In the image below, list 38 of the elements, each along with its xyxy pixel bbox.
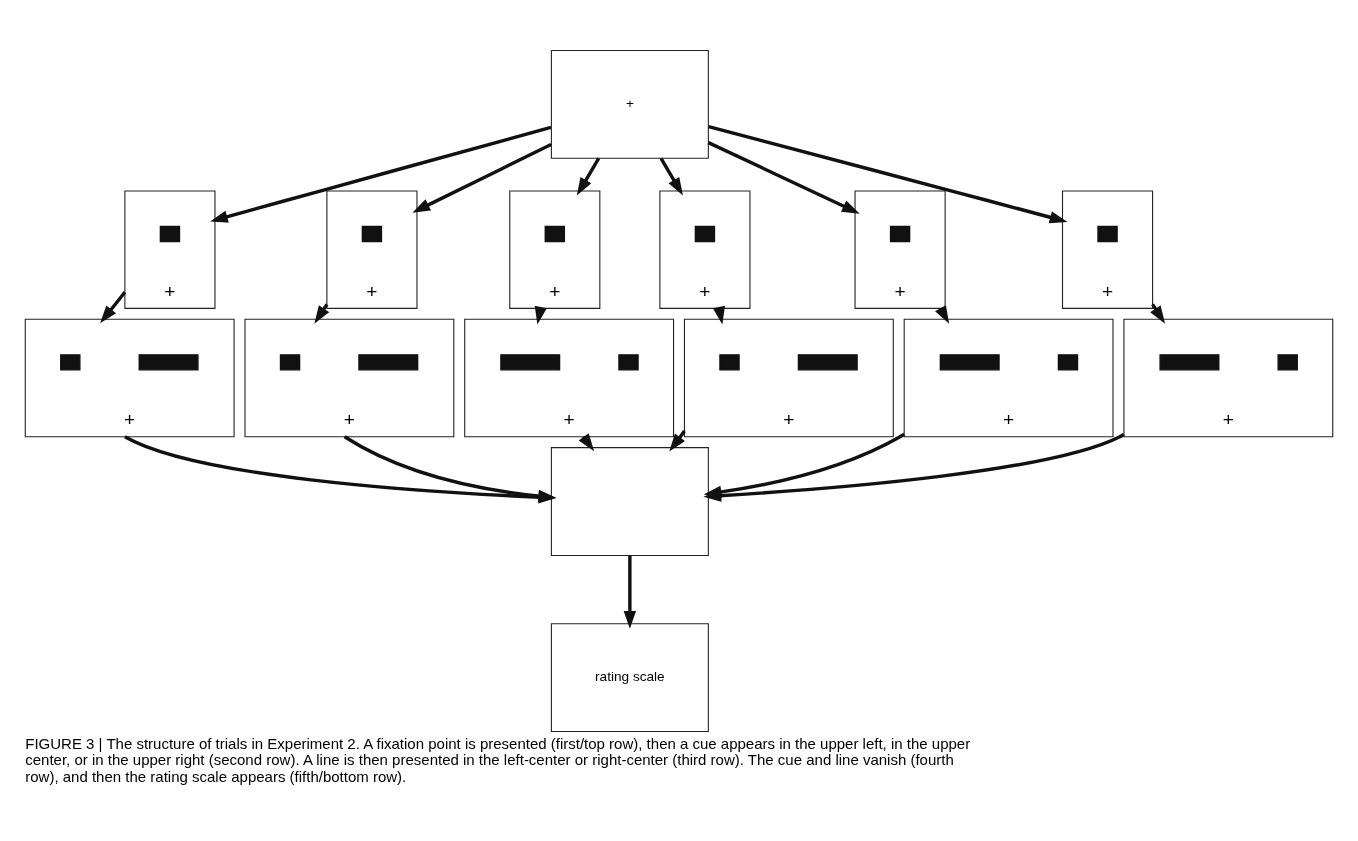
cluster: + [326, 190, 418, 309]
node-bar [797, 353, 858, 370]
node-box [1057, 353, 1079, 370]
arrow [659, 157, 683, 195]
caption: FIGURE 3 | The structure of trials in Experiment 2. A fixation point is presented (first/top row), then a cue appears in the upper left, in the upper center, or in the upper right (second row). A line is then presented in the left-center or right-center (third row). The cue and line vanish (fourth row), and then the rating scale appears (fifth/bottom row). [25, 734, 971, 785]
node-bar [1159, 353, 1220, 370]
node-box [1097, 225, 1118, 242]
cluster: + [244, 318, 455, 437]
arrow [708, 124, 1068, 223]
arrow [707, 140, 860, 214]
node-box [1277, 353, 1298, 370]
arrow [576, 157, 601, 195]
cluster: + [683, 318, 894, 437]
node-box [618, 353, 639, 370]
node-box [159, 225, 181, 242]
cluster: + [1061, 190, 1154, 309]
node-box [719, 353, 740, 370]
node-bar [939, 353, 1000, 370]
node-box [889, 225, 911, 242]
node-box [694, 225, 716, 242]
node-bar [138, 353, 199, 370]
node-box: rating scale [550, 622, 709, 732]
node-box [60, 353, 81, 370]
node-box: + [550, 49, 709, 159]
node-box [361, 225, 383, 242]
node-bar [358, 353, 419, 370]
arrow [412, 142, 552, 213]
node-box [550, 446, 709, 556]
arrow [100, 290, 127, 323]
node-bar [500, 353, 561, 370]
cluster: + [1123, 318, 1334, 437]
cluster: + [24, 318, 235, 437]
cluster: + [903, 318, 1114, 437]
cluster: + [124, 190, 216, 309]
node-box [279, 353, 301, 370]
arrow [623, 555, 637, 629]
arrow [210, 125, 552, 223]
node-box [544, 225, 566, 242]
